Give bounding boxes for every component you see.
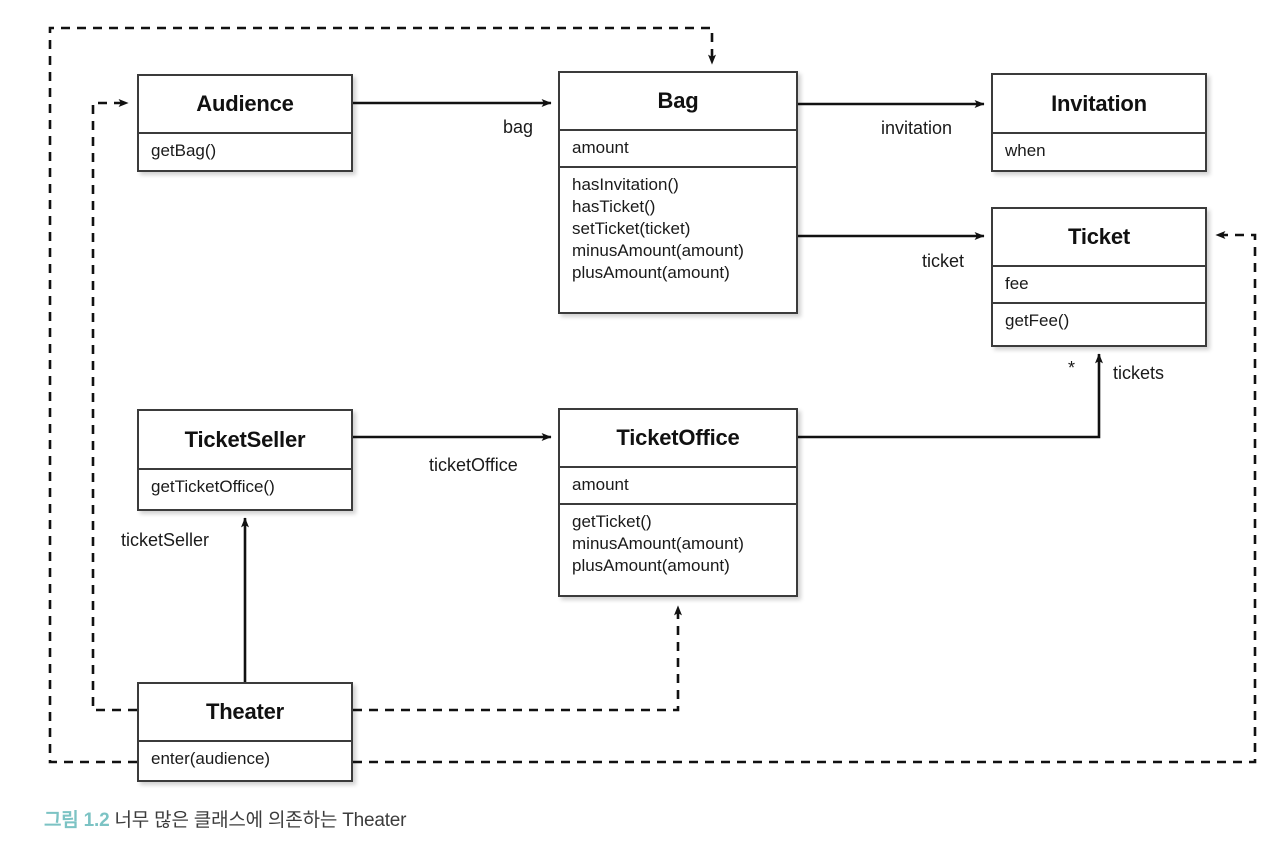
class-box-theater[interactable]: Theater enter(audience) [137, 682, 353, 782]
member-line: minusAmount(amount) [572, 534, 744, 554]
member-line: setTicket(ticket) [572, 219, 691, 239]
class-box-audience[interactable]: Audience getBag() [137, 74, 353, 172]
member-line: getTicketOffice() [151, 477, 275, 496]
member-line: hasTicket() [572, 197, 656, 217]
member-line: enter(audience) [151, 749, 271, 768]
class-title-ticketoffice: TicketOffice [616, 425, 740, 450]
edge-label-invitation: invitation [881, 118, 953, 138]
member-line: hasInvitation() [572, 175, 679, 195]
class-operations-ticket: getFee() [993, 302, 1205, 339]
member-line: getBag() [151, 141, 217, 160]
class-attributes-ticket: fee [993, 265, 1205, 302]
class-box-bag[interactable]: Bag amount hasInvitation() hasTicket() s… [558, 71, 798, 314]
class-title-ticketseller: TicketSeller [184, 426, 306, 452]
figure-caption: 그림 1.2 너무 많은 클래스에 의존하는 Theater [44, 805, 406, 832]
figure-number: 그림 1.2 [44, 810, 110, 831]
class-box-invitation[interactable]: Invitation when [991, 73, 1207, 172]
member-line: amount [572, 475, 629, 494]
member-line: minusAmount(amount) [572, 241, 744, 261]
class-title-ticket: Ticket [1068, 224, 1130, 249]
member-line: plusAmount(amount) [572, 263, 730, 283]
class-box-ticketseller[interactable]: TicketSeller getTicketOffice() [137, 409, 353, 511]
member-line: when [1005, 141, 1046, 160]
class-title-audience: Audience [196, 91, 294, 116]
class-operations-bag: hasInvitation() hasTicket() setTicket(ti… [560, 166, 796, 291]
class-box-ticketoffice[interactable]: TicketOffice amount getTicket() minusAmo… [558, 408, 798, 597]
line-theater-to-ticketoffice [353, 605, 682, 712]
class-operations-theater: enter(audience) [139, 740, 351, 777]
class-operations-ticketseller: getTicketOffice() [139, 468, 351, 505]
edge-label-multiplicity-star: * [1068, 358, 1076, 378]
class-attributes-bag: amount [560, 129, 796, 166]
member-line: getTicket() [572, 512, 652, 532]
member-line: amount [572, 138, 629, 157]
edge-label-ticket: ticket [922, 251, 965, 271]
edge-label-ticketseller: ticketSeller [121, 530, 210, 550]
class-operations-ticketoffice: getTicket() minusAmount(amount) plusAmou… [560, 503, 796, 584]
class-title-bag: Bag [657, 88, 699, 113]
class-title-theater: Theater [205, 699, 285, 724]
member-line: fee [1005, 274, 1029, 293]
member-line: plusAmount(amount) [572, 556, 730, 576]
class-attributes-invitation: when [993, 132, 1205, 169]
member-line: getFee() [1005, 311, 1070, 331]
class-operations-audience: getBag() [139, 132, 351, 169]
line-ticketoffice-to-ticket [798, 353, 1103, 439]
class-box-ticket[interactable]: Ticket fee getFee() [991, 207, 1207, 347]
edge-label-bag: bag [503, 117, 534, 137]
line-theater-to-audience [91, 98, 137, 712]
figure-caption-text: 너무 많은 클래스에 의존하는 Theater [109, 810, 407, 831]
edge-label-ticketoffice: ticketOffice [429, 455, 518, 475]
class-title-invitation: Invitation [1051, 90, 1147, 116]
edge-label-tickets: tickets [1113, 363, 1165, 383]
class-attributes-ticketoffice: amount [560, 466, 796, 503]
